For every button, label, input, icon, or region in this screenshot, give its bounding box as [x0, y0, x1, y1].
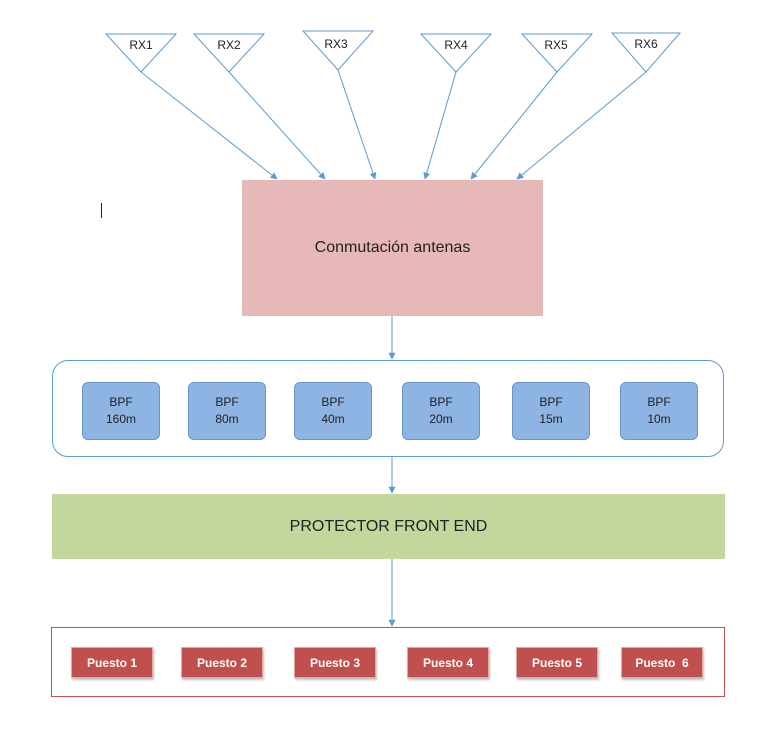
bandpass-filter-group: BPF 160m BPF 80m BPF 40m BPF 20m BPF 15m…	[52, 360, 724, 457]
arrow-rx5-to-switch	[470, 71, 558, 180]
bpf-15m: BPF 15m	[512, 382, 590, 440]
antenna-label-rx1: RX1	[129, 38, 153, 52]
station-label: Puesto 5	[531, 655, 582, 670]
bpf-title: BPF	[215, 395, 239, 409]
bpf-band: 80m	[215, 412, 239, 426]
antenna-icon-rx1	[104, 33, 178, 73]
bpf-title: BPF	[647, 395, 671, 409]
station-label: Puesto 6	[635, 655, 689, 670]
antenna-label-rx3: RX3	[324, 37, 348, 51]
station-label: Puesto 4	[422, 655, 473, 670]
arrow-rx6-to-switch	[516, 71, 647, 180]
station-4: Puesto 4	[407, 647, 489, 678]
stations-group: Puesto 1 Puesto 2 Puesto 3 Puesto 4 Pues…	[51, 627, 725, 697]
bpf-title: BPF	[429, 395, 453, 409]
bpf-band: 40m	[321, 412, 345, 426]
bpf-160m: BPF 160m	[82, 382, 160, 440]
antenna-switch-block: Conmutación antenas	[242, 180, 543, 316]
antenna-icon-rx5	[520, 33, 594, 73]
arrow-rx3-to-switch	[337, 69, 377, 180]
station-3: Puesto 3	[294, 647, 376, 678]
bpf-10m: BPF 10m	[620, 382, 698, 440]
bpf-title: BPF	[109, 395, 133, 409]
antenna-label-rx6: RX6	[634, 37, 658, 51]
station-2: Puesto 2	[181, 647, 263, 678]
station-label: Puesto 1	[86, 655, 137, 670]
bpf-title: BPF	[321, 395, 345, 409]
bpf-80m: BPF 80m	[188, 382, 266, 440]
antenna-icon-rx4	[419, 33, 493, 73]
bpf-title: BPF	[539, 395, 563, 409]
antenna-icon-rx6	[610, 32, 682, 73]
front-end-protector-block: PROTECTOR FRONT END	[52, 494, 725, 559]
antenna-switch-label: Conmutación antenas	[314, 239, 471, 256]
arrow-rx4-to-switch	[423, 71, 457, 180]
station-1: Puesto 1	[71, 647, 153, 678]
station-5: Puesto 5	[516, 647, 598, 678]
bpf-band: 20m	[429, 412, 453, 426]
station-label: Puesto 3	[309, 655, 360, 670]
bpf-40m: BPF 40m	[294, 382, 372, 440]
bpf-band: 160m	[105, 412, 137, 426]
antenna-label-rx2: RX2	[217, 38, 241, 52]
arrow-rx2-to-switch	[228, 71, 326, 180]
text-cursor	[101, 203, 102, 218]
arrow-rx1-to-switch	[140, 71, 278, 180]
antenna-icon-rx3	[301, 30, 375, 71]
antenna-icon-rx2	[192, 33, 266, 73]
antenna-label-rx4: RX4	[444, 38, 468, 52]
bpf-band: 10m	[647, 412, 671, 426]
antenna-label-rx5: RX5	[544, 38, 568, 52]
bpf-band: 15m	[539, 412, 563, 426]
bpf-20m: BPF 20m	[402, 382, 480, 440]
station-label: Puesto 2	[196, 655, 247, 670]
station-6: Puesto 6	[621, 647, 703, 678]
front-end-protector-label: PROTECTOR FRONT END	[289, 517, 488, 535]
